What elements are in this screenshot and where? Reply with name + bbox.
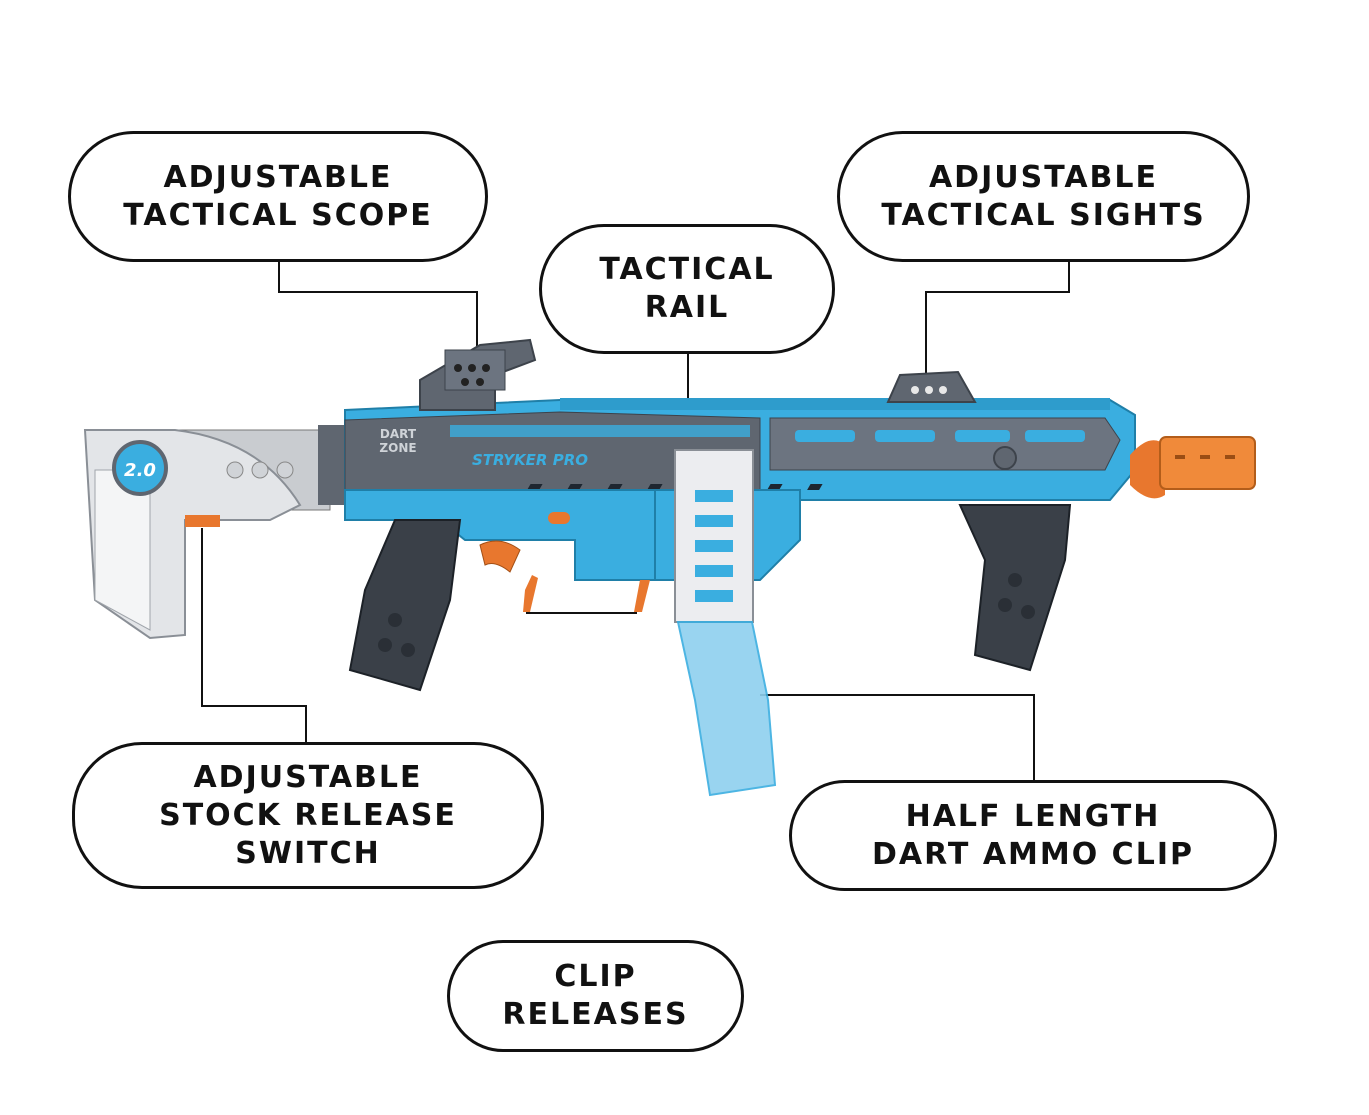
tactical-sights: [886, 370, 977, 403]
muzzle: [1159, 436, 1256, 490]
callout-half-length-dart-ammo-clip: HALF LENGTH DART AMMO CLIP: [789, 780, 1277, 891]
callout-text: RAIL: [644, 290, 730, 325]
callout-text: TACTICAL SIGHTS: [881, 197, 1206, 233]
leader-scope: [278, 260, 478, 350]
leader-sights: [925, 262, 1070, 375]
callout-clip-releases: CLIP RELEASES: [447, 940, 744, 1052]
leader-stock-release: [201, 528, 307, 744]
callout-text: ADJUSTABLE: [928, 159, 1159, 195]
callout-text: DART AMMO CLIP: [872, 836, 1194, 872]
callout-text: HALF LENGTH: [905, 798, 1161, 834]
clip-release-left: [523, 575, 538, 612]
callout-adjustable-stock-release-switch: ADJUSTABLE STOCK RELEASE SWITCH: [72, 742, 544, 889]
callout-text: TACTICAL: [599, 252, 775, 287]
stock-badge-text: 2.0: [124, 460, 156, 481]
brand-line-1: DART: [380, 427, 417, 441]
callout-adjustable-tactical-scope: ADJUSTABLE TACTICAL SCOPE: [68, 131, 488, 262]
callout-text: TACTICAL SCOPE: [123, 197, 433, 233]
callout-text: RELEASES: [502, 997, 689, 1032]
callout-adjustable-tactical-sights: ADJUSTABLE TACTICAL SIGHTS: [837, 131, 1250, 262]
tactical-rail: [560, 398, 1110, 410]
leader-lines: [201, 260, 1070, 782]
callout-text: ADJUSTABLE: [193, 759, 423, 795]
callout-tactical-rail: TACTICAL RAIL: [539, 224, 835, 354]
leader-ammo-clip: [760, 694, 1035, 782]
stock-release-switch: [185, 515, 220, 527]
blaster-body: DART ZONE STRYKER PRO: [344, 398, 1256, 797]
pistol-grip: [348, 519, 462, 692]
callout-text: SWITCH: [235, 835, 381, 871]
tactical-scope: [419, 338, 537, 411]
brand-line-2: ZONE: [379, 441, 416, 455]
trigger: [479, 540, 521, 573]
callout-text: CLIP: [554, 959, 637, 994]
muzzle-cap: [1130, 440, 1165, 499]
magazine-lower: [676, 621, 777, 797]
model-name: STRYKER PRO: [472, 451, 588, 469]
fore-grip: [958, 504, 1072, 672]
callout-text: STOCK RELEASE: [159, 797, 457, 833]
clip-release-right: [634, 580, 650, 612]
stock-badge: [112, 440, 168, 496]
stock: 2.0: [83, 425, 348, 640]
callout-text: ADJUSTABLE: [163, 159, 393, 195]
handguard: [769, 417, 1121, 471]
